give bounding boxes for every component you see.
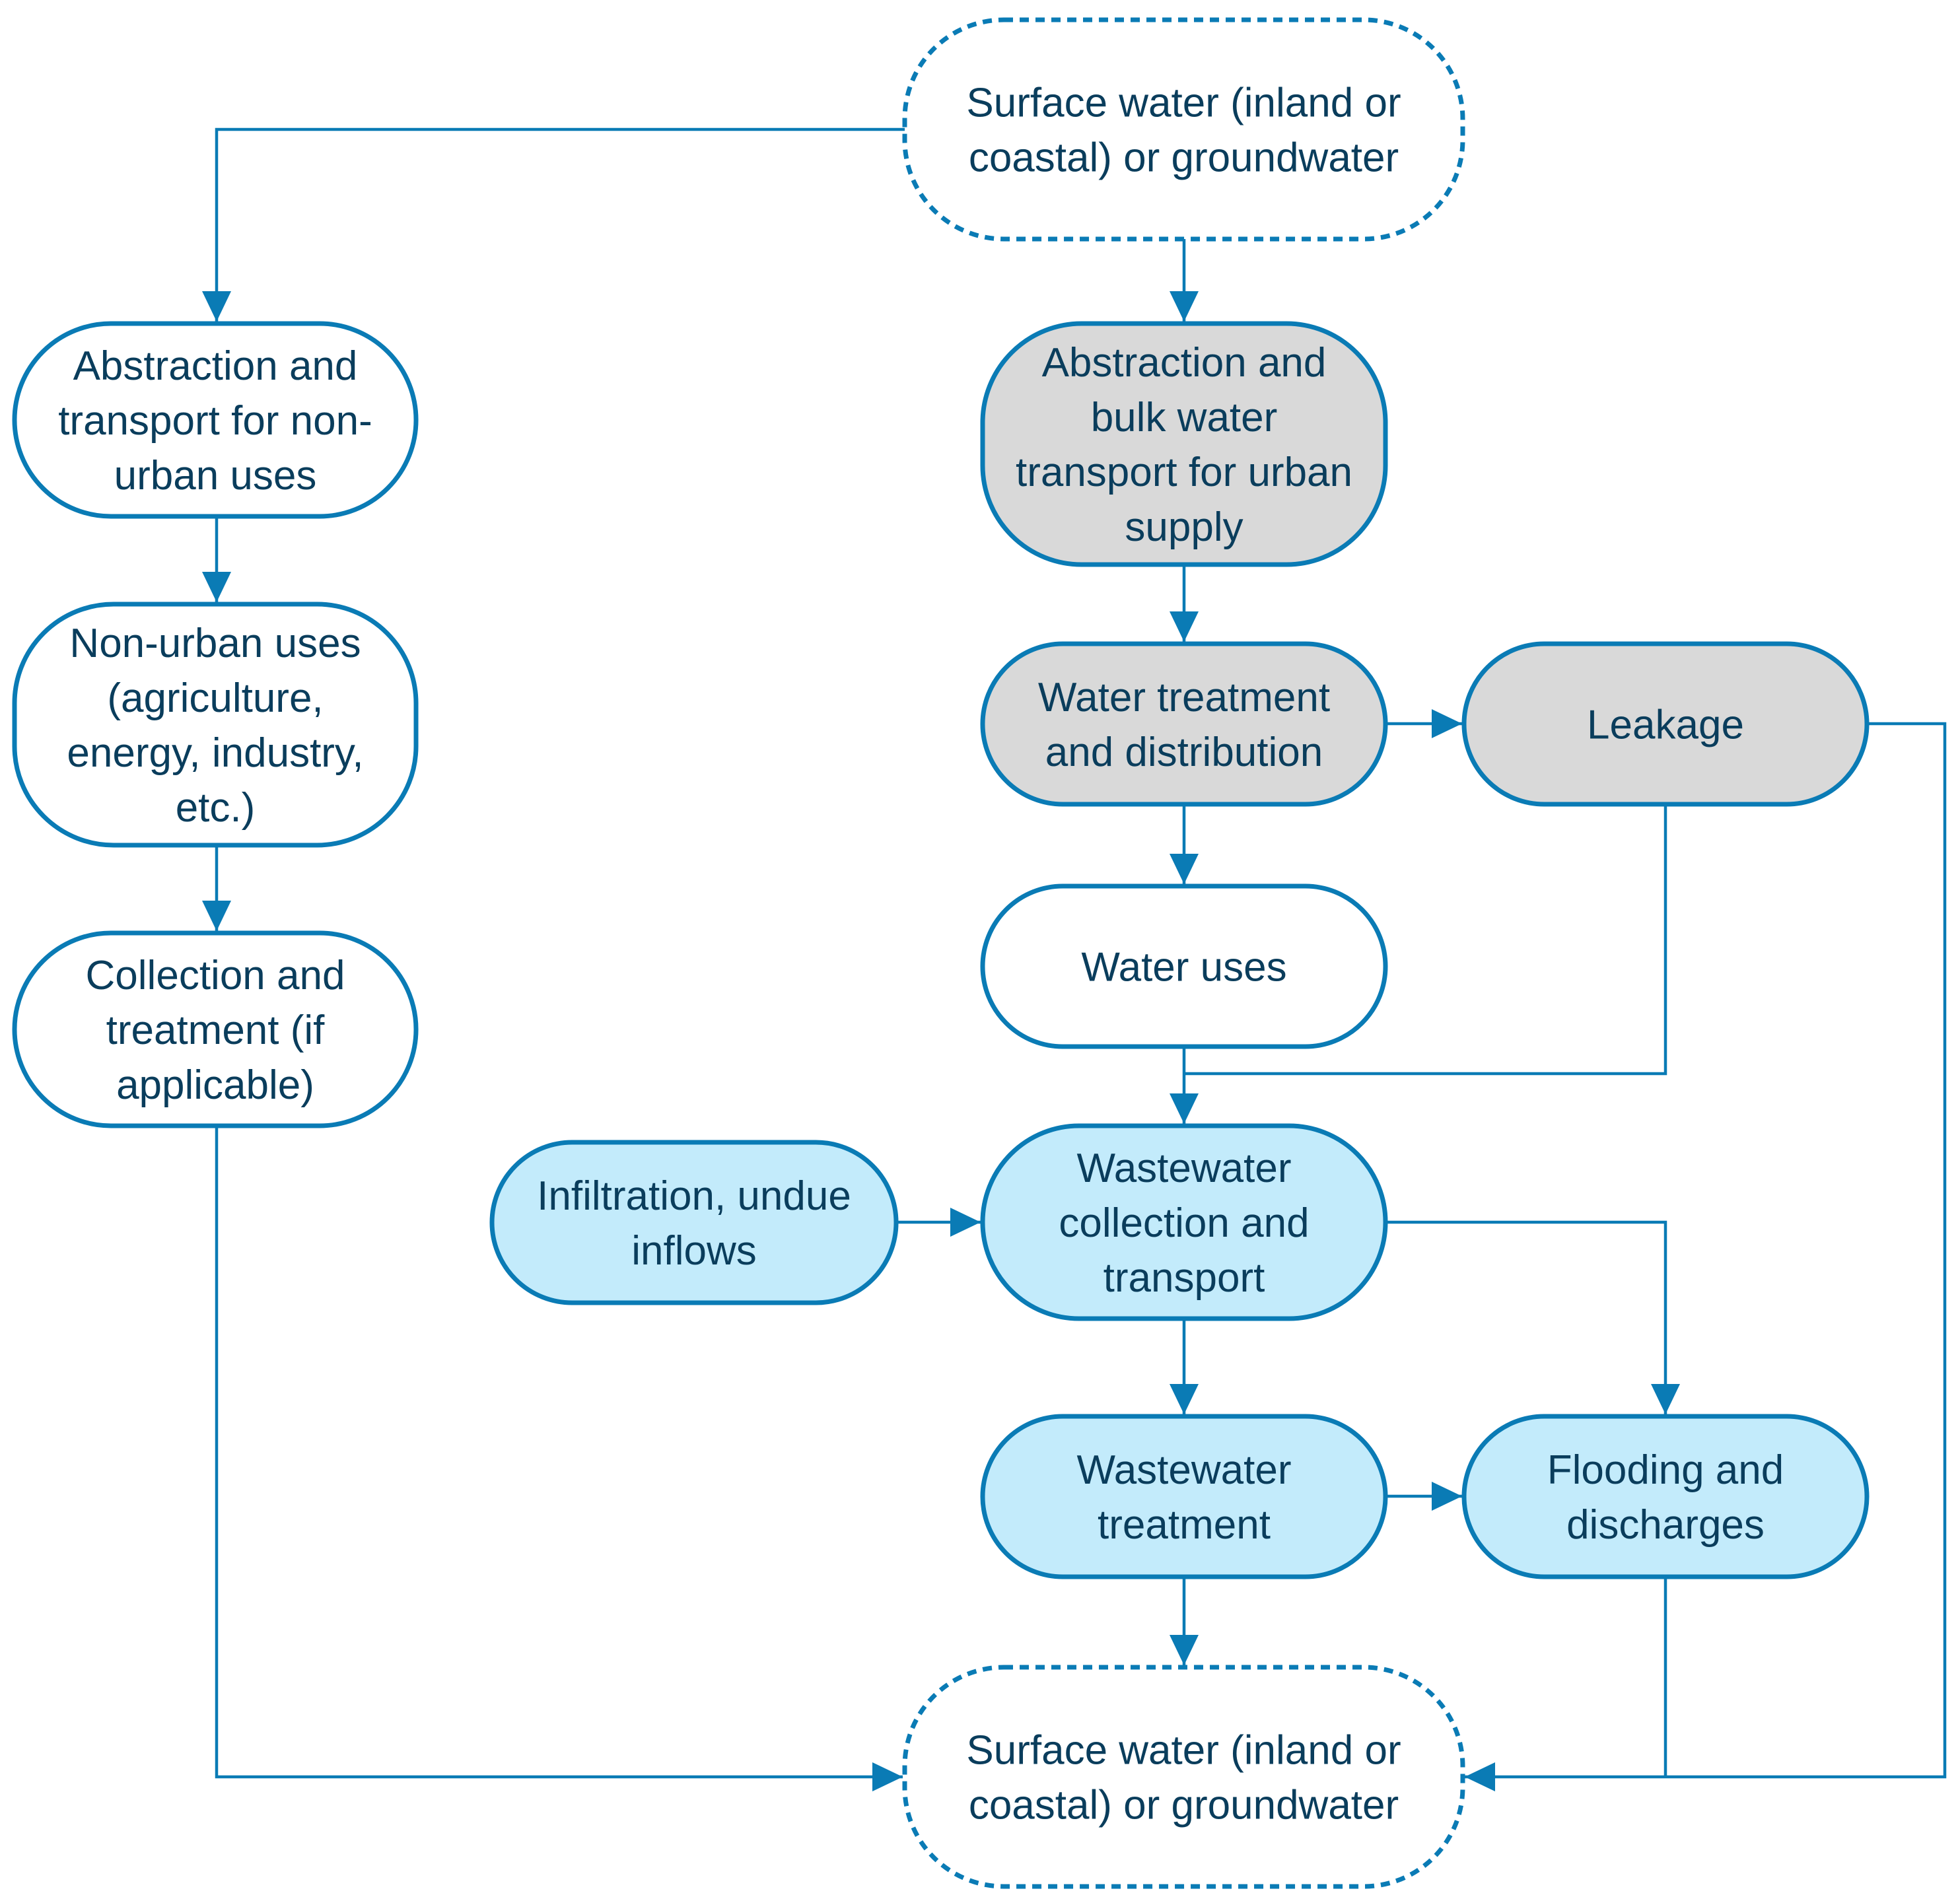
- node-collection-treatment: Collection and treatment (if applicable): [12, 930, 419, 1128]
- arrowhead-wastewater-collection-to-wastewater-treatment: [1170, 1384, 1199, 1414]
- node-label-line: discharges: [1566, 1502, 1765, 1548]
- node-label-line: treatment (if: [106, 1008, 326, 1053]
- arrowhead-water-treatment-to-leakage: [1432, 709, 1462, 738]
- node-label-line: Wastewater: [1076, 1146, 1291, 1191]
- node-label-line: inflows: [631, 1228, 757, 1274]
- connector-wastewater-collection-to-flooding: [1385, 1220, 1667, 1414]
- arrowhead-wastewater-treatment-to-sink-bottom: [1170, 1635, 1199, 1665]
- arrowhead-non-urban-uses-to-collection-treatment: [202, 901, 231, 931]
- arrowhead-leakage-to-sink-bottom: [1465, 1762, 1495, 1791]
- arrowhead-abstraction-urban-to-water-treatment: [1170, 611, 1199, 642]
- node-label-line: Water treatment: [1038, 675, 1330, 720]
- node-label-line: transport: [1103, 1255, 1265, 1301]
- arrowhead-wastewater-collection-to-flooding: [1651, 1384, 1680, 1414]
- arrowhead-wastewater-treatment-to-flooding: [1432, 1482, 1462, 1511]
- node-flooding: Flooding and discharges: [1461, 1414, 1870, 1579]
- node-box-source-top: [902, 17, 1465, 242]
- node-label-line: Surface water (inland or: [966, 81, 1401, 126]
- node-label-line: Wastewater: [1076, 1447, 1291, 1493]
- node-abstraction-urban: Abstraction and bulk water transport for u…: [980, 321, 1388, 567]
- node-box-non-urban-uses: [12, 602, 419, 848]
- node-box-water-treatment: [980, 641, 1388, 807]
- node-box-infiltration: [489, 1140, 899, 1305]
- node-label-line: treatment: [1098, 1502, 1271, 1548]
- node-label-line: transport for non-: [58, 398, 372, 444]
- node-label-line: bulk water: [1091, 395, 1278, 440]
- node-label-line: applicable): [116, 1062, 314, 1108]
- node-wastewater-treatment: Wastewater treatment: [980, 1414, 1388, 1579]
- node-box-collection-treatment: [12, 930, 419, 1128]
- node-label-line: collection and: [1059, 1200, 1309, 1246]
- node-label-line: and distribution: [1045, 730, 1323, 775]
- node-wastewater-collection: Wastewater collection and transport: [980, 1123, 1388, 1321]
- connector-leakage-to-sink-bottom: [1465, 722, 1947, 1779]
- node-box-wastewater-treatment: [980, 1414, 1388, 1579]
- node-abstraction-non-urban: Abstraction and transport for non-urban u…: [12, 321, 419, 519]
- node-water-treatment: Water treatment and distribution: [980, 641, 1388, 807]
- arrowhead-water-treatment-to-water-uses: [1170, 854, 1199, 884]
- node-label-line: Non-urban uses: [69, 621, 361, 666]
- node-label-line: coastal) or groundwater: [969, 135, 1399, 181]
- node-box-abstraction-urban: [980, 321, 1388, 567]
- connector-source-top-to-abstraction-non-urban: [215, 127, 905, 322]
- arrowhead-collection-treatment-to-sink-bottom: [872, 1762, 903, 1791]
- arrowhead-source-top-to-abstraction-urban: [1170, 291, 1199, 322]
- node-leakage: Leakage: [1461, 641, 1870, 807]
- node-sink-bottom: Surface water (inland or coastal) or grou…: [902, 1665, 1465, 1889]
- node-label-line: Abstraction and: [1042, 340, 1327, 386]
- node-box-wastewater-collection: [980, 1123, 1388, 1321]
- node-box-abstraction-non-urban: [12, 321, 419, 519]
- node-non-urban-uses: Non-urban uses (agriculture, energy, indus…: [12, 602, 419, 848]
- node-label-line: energy, industry,: [67, 730, 363, 776]
- node-label-line: Infiltration, undue: [537, 1173, 851, 1219]
- node-label-line: Abstraction and: [73, 343, 358, 389]
- node-box-flooding: [1461, 1414, 1870, 1579]
- node-box-sink-bottom: [902, 1665, 1465, 1889]
- node-box-water-uses: [980, 883, 1388, 1049]
- connector-collection-treatment-to-sink-bottom: [215, 1126, 903, 1779]
- arrowhead-infiltration-to-wastewater-collection: [950, 1208, 981, 1237]
- node-label-line: Surface water (inland or: [966, 1728, 1401, 1774]
- connector-leakage-to-wastewater-collection: [1184, 804, 1667, 1076]
- node-label-line: Leakage: [1587, 703, 1744, 748]
- node-label-line: coastal) or groundwater: [969, 1783, 1399, 1828]
- node-box-leakage: [1461, 641, 1870, 807]
- node-source-top: Surface water (inland or coastal) or grou…: [902, 17, 1465, 242]
- node-water-uses: Water uses: [980, 883, 1388, 1049]
- node-label-line: (agriculture,: [107, 675, 323, 721]
- node-label-line: transport for urban: [1016, 450, 1352, 495]
- node-label-line: Water uses: [1081, 945, 1286, 990]
- node-label-line: supply: [1125, 504, 1243, 550]
- arrowhead-source-top-to-abstraction-non-urban: [202, 291, 231, 322]
- node-infiltration: Infiltration, undue inflows: [489, 1140, 899, 1305]
- node-label-line: Flooding and: [1547, 1447, 1784, 1493]
- arrowhead-water-uses-to-wastewater-collection: [1170, 1093, 1199, 1124]
- node-label-line: Collection and: [86, 953, 345, 998]
- arrowhead-abstraction-non-urban-to-non-urban-uses: [202, 572, 231, 602]
- node-label-line: etc.): [176, 785, 256, 831]
- node-label-line: urban uses: [114, 453, 317, 499]
